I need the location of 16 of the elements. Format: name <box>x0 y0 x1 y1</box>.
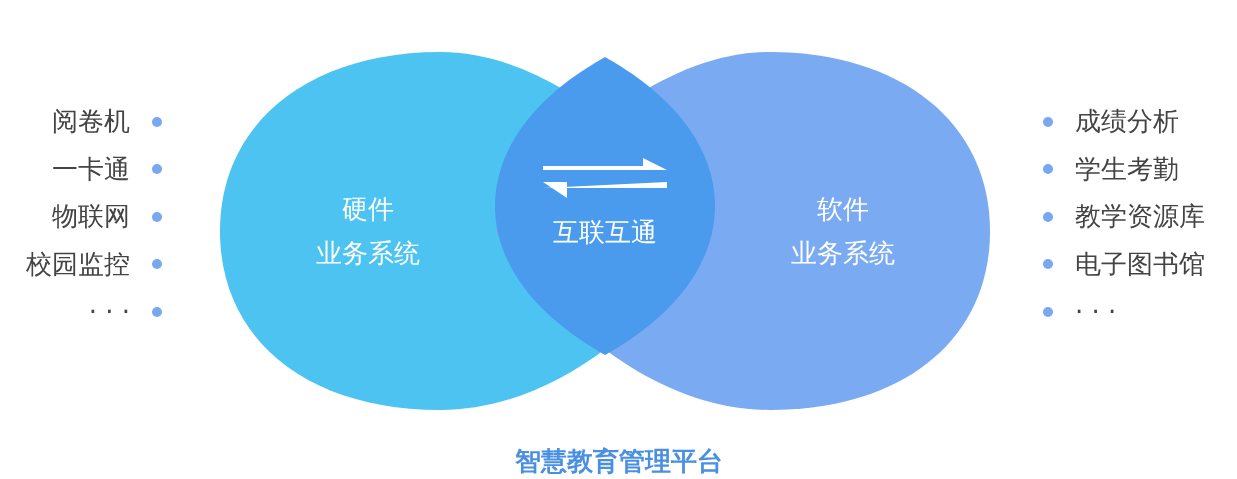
list-item-text: 校园监控 <box>26 247 130 281</box>
node-label: 互联互通 <box>553 216 657 249</box>
list-item-text: 物联网 <box>52 200 130 234</box>
list-item-text: 教学资源库 <box>1075 200 1205 234</box>
node-label: 业务系统 <box>315 237 420 270</box>
caption: 智慧教育管理平台 <box>513 445 724 478</box>
list-item-text: 学生考勤 <box>1075 152 1179 186</box>
node-label: 业务系统 <box>790 237 895 270</box>
list-item-text: 成绩分析 <box>1075 105 1179 139</box>
node-label: 软件 <box>816 193 869 226</box>
list-item-text: 电子图书馆 <box>1075 247 1205 281</box>
list-item-text: 一卡通 <box>52 152 130 186</box>
node-label: 硬件 <box>341 193 394 226</box>
list-item-text: · · · <box>1075 296 1117 327</box>
list-item-text: 阅卷机 <box>52 105 130 139</box>
list-item-text: · · · <box>88 296 130 327</box>
